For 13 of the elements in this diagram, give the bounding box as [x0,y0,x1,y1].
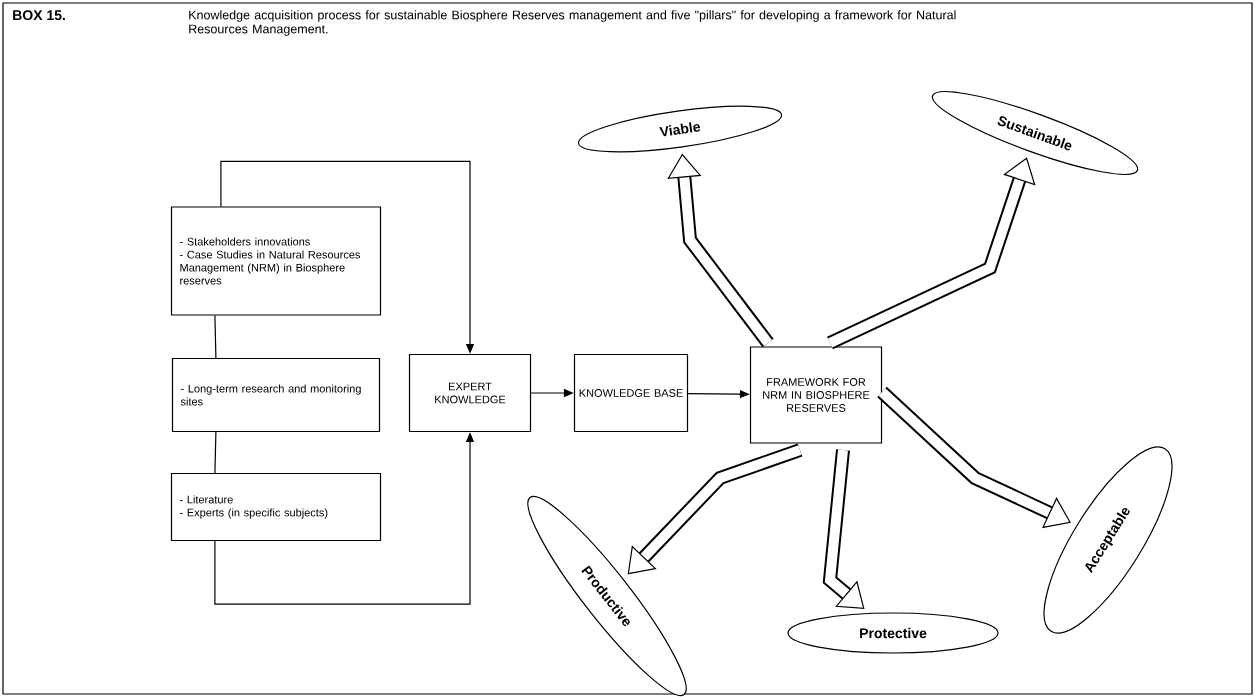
block-arrow [667,153,774,348]
text-box: - Literature - Experts (in specific subjects) [170,472,382,542]
process-box: FRAMEWORK FOR NRM IN BIOSPHERE RESERVES [749,346,883,444]
caption: Knowledge acquisition process for sustainable Biosphere Reserves management and five "pillars" for developing a framework for Natural Resources Management. [189,10,956,36]
connector-line [214,315,217,359]
connector-line [214,431,217,474]
text-box: - Stakeholders innovations - Case Studies in Natural Resources Management (NRM) in Biosphere reserves [170,206,382,316]
text-box: - Long-term research and monitoring sites [171,357,381,433]
process-box: KNOWLEDGE BASE [573,353,689,433]
block-arrow [627,443,803,575]
block-arrow [827,157,1036,350]
process-box: EXPERT KNOWLEDGE [408,353,532,433]
box-title: BOX 15. [13,10,65,21]
